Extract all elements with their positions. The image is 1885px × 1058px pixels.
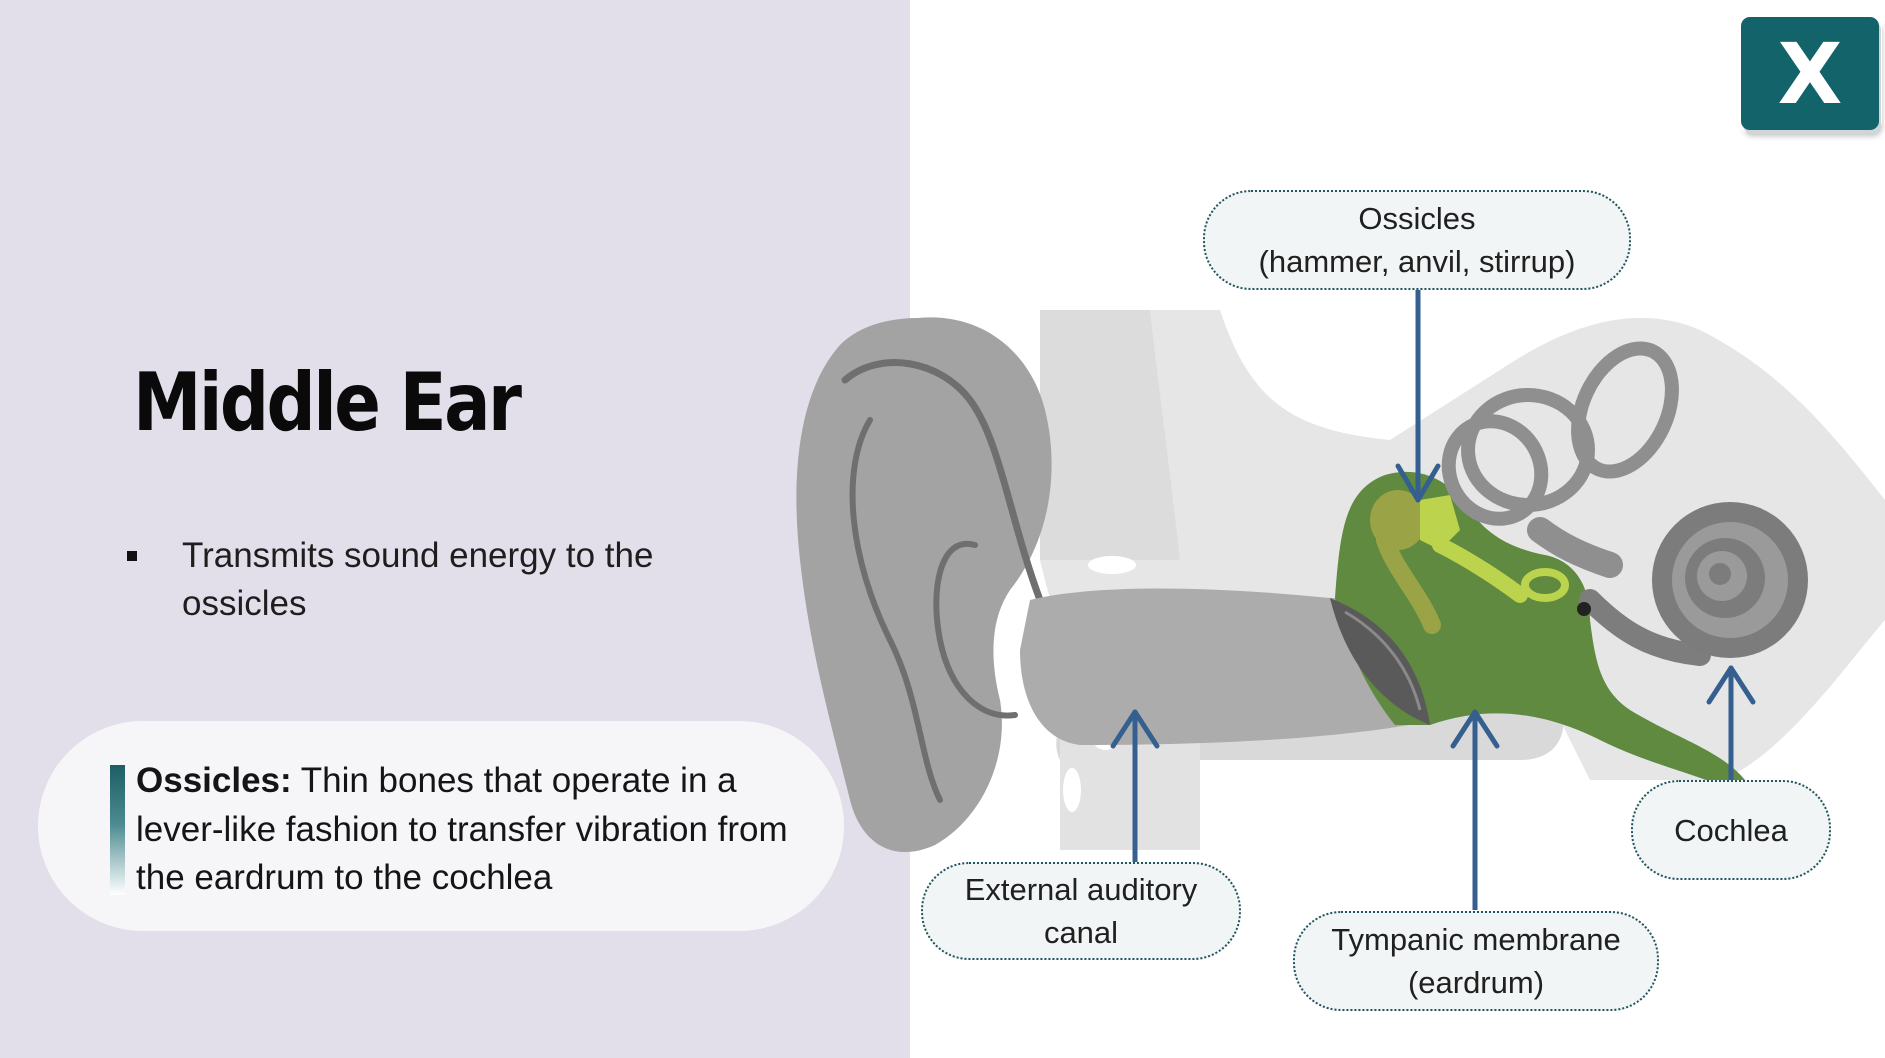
semicircular-canals-shape (1441, 341, 1679, 526)
label-cochlea-line1: Cochlea (1674, 812, 1788, 848)
label-cochlea: Cochlea (1631, 780, 1831, 880)
outer-ear-shape (796, 317, 1052, 853)
label-external-canal: External auditory canal (921, 862, 1241, 960)
arrow-tympanic (1450, 709, 1500, 910)
label-ossicles: Ossicles (hammer, anvil, stirrup) (1203, 190, 1631, 290)
label-external-canal-line1: External auditory (964, 872, 1198, 907)
label-external-canal-line2: canal (1043, 915, 1119, 950)
external-canal-shape (1020, 588, 1435, 745)
bullet-item: Transmits sound energy to the ossicles (120, 532, 760, 628)
diagram-arrows (1110, 287, 1756, 910)
close-icon: X (1777, 24, 1843, 123)
callout-definition: Thin bones that operate in a lever-like … (136, 761, 788, 897)
cochlea-shape (1652, 502, 1808, 658)
bullet-text: Transmits sound energy to the ossicles (182, 536, 654, 623)
tympanic-membrane-shape (1330, 598, 1430, 725)
label-ossicles-line2: (hammer, anvil, stirrup) (1258, 244, 1576, 279)
bullet-list: Transmits sound energy to the ossicles (120, 532, 760, 628)
slide-title: Middle Ear (133, 356, 522, 449)
label-tympanic-line2: (eardrum) (1407, 965, 1545, 1000)
arrow-ossicles (1395, 287, 1441, 503)
label-tympanic: Tympanic membrane (eardrum) (1293, 911, 1659, 1011)
callout-term: Ossicles: (136, 761, 292, 800)
definition-callout: Ossicles: Thin bones that operate in a l… (38, 721, 844, 931)
arrow-cochlea (1706, 665, 1756, 783)
arrow-external-canal (1110, 709, 1160, 868)
callout-text: Ossicles: Thin bones that operate in a l… (136, 757, 816, 903)
bullet-square-icon (127, 551, 137, 561)
ossicles-shape (1370, 490, 1569, 634)
close-button[interactable]: X (1741, 17, 1879, 130)
callout-accent-bar (110, 765, 125, 895)
label-tympanic-line1: Tympanic membrane (1331, 922, 1621, 957)
label-ossicles-line1: Ossicles (1358, 201, 1476, 236)
ear-diagram (796, 287, 1885, 910)
